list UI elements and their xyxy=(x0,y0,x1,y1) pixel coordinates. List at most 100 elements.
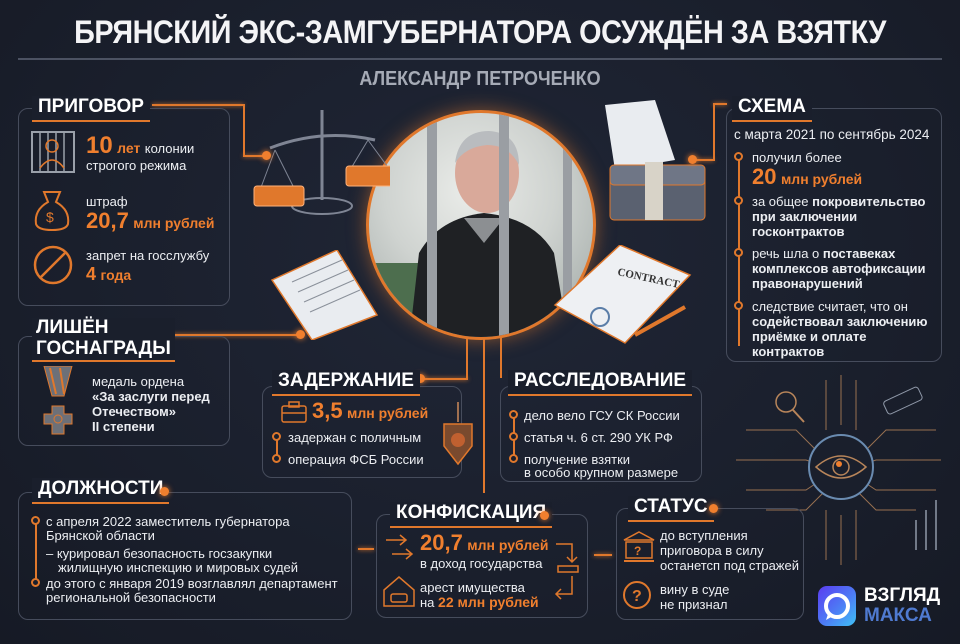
positions-panel xyxy=(18,492,352,620)
money-stack-icon xyxy=(605,100,706,221)
scheme-item-received: получил более xyxy=(752,150,842,165)
sentence-term: 10 лет колонии xyxy=(86,132,195,159)
briefcase-icon xyxy=(281,401,307,423)
page-title: БРЯНСКИЙ ЭКС-ЗАМГУБЕРНАТОРА ОСУЖДЁН ЗА В… xyxy=(74,14,886,50)
brand-logo-icon xyxy=(818,586,856,626)
flow-arrows-icon xyxy=(554,543,579,600)
connector-line xyxy=(713,103,715,161)
detention-heading: ЗАДЕРЖАНИЕ xyxy=(272,370,420,396)
scheme-item-investigation: следствие считает, что он содействовал з… xyxy=(752,299,928,359)
sentence-term-detail: строгого режима xyxy=(86,158,187,173)
prohibited-icon xyxy=(33,245,73,285)
prison-bars-icon xyxy=(31,131,75,173)
detention-item: задержан с поличным xyxy=(288,430,422,445)
timeline-node xyxy=(31,578,40,587)
scheme-item-patronage: за общее покровительство при заключении … xyxy=(752,194,926,239)
investigation-heading: РАССЛЕДОВАНИЕ xyxy=(508,370,693,396)
connector-node xyxy=(709,504,718,513)
medal-icon xyxy=(43,366,73,435)
connector-line xyxy=(466,338,468,378)
fine-amount: 20,7 млн рублей xyxy=(86,208,215,233)
detention-item: операция ФСБ России xyxy=(288,452,424,467)
timeline-node xyxy=(734,152,743,161)
fine-label: штраф xyxy=(86,194,128,209)
timeline-node xyxy=(272,454,281,463)
position-item: – курировал безопасность госзакупки xyxy=(46,546,273,561)
timeline-node xyxy=(509,432,518,441)
connector-line xyxy=(420,378,468,380)
fsb-emblem-icon xyxy=(443,402,473,466)
positions-heading: ДОЛЖНОСТИ xyxy=(32,478,170,504)
ban-label: запрет на госслужбу xyxy=(86,248,210,263)
timeline-line xyxy=(276,436,278,458)
timeline-node xyxy=(734,196,743,205)
timeline-node xyxy=(31,516,40,525)
position-item: жилищную инспекцию и мировых судей xyxy=(58,560,299,575)
transfer-arrows-icon xyxy=(386,534,414,560)
position-item: Брянской области xyxy=(46,528,155,543)
svg-text:?: ? xyxy=(632,588,642,605)
timeline-node xyxy=(509,410,518,419)
surveillance-eye-circuit-icon xyxy=(736,375,941,565)
connector-line xyxy=(692,159,714,161)
svg-text:?: ? xyxy=(634,544,641,558)
connector-line xyxy=(713,103,727,105)
awards-heading: ЛИШЁН ГОСНАГРАДЫ xyxy=(32,318,175,362)
person-name: АЛЕКСАНДР ПЕТРОЧЕНКО xyxy=(359,68,601,90)
sentence-heading: ПРИГОВОР xyxy=(32,96,150,122)
court-question-icon: ? xyxy=(623,531,655,562)
investigation-item: получение взятки xyxy=(524,452,631,467)
confiscation-heading: КОНФИСКАЦИЯ xyxy=(390,502,553,528)
ban-duration: 4 года xyxy=(86,264,132,284)
connector-node xyxy=(160,487,169,496)
timeline-node xyxy=(509,454,518,463)
award-description: медаль ордена «За заслуги перед Отечеств… xyxy=(92,374,210,434)
position-item: с апреля 2022 заместитель губернатора xyxy=(46,514,290,529)
confiscation-amount: 20,7 млн рублей xyxy=(420,530,549,555)
timeline-node xyxy=(734,301,743,310)
arrest-amount: на 22 млн рублей xyxy=(420,594,539,610)
connector-line xyxy=(500,338,502,378)
scheme-panel xyxy=(726,108,942,362)
connector-node xyxy=(688,155,697,164)
title-divider xyxy=(18,58,942,60)
scheme-heading: СХЕМА xyxy=(732,96,812,122)
position-item: до этого с января 2019 возглавлял департ… xyxy=(46,576,338,591)
confiscation-destination: в доход государства xyxy=(420,556,543,571)
arrest-label: арест имущества xyxy=(420,580,525,595)
connector-node xyxy=(416,374,425,383)
scales-of-justice-icon xyxy=(253,110,390,215)
status-plea: вину в суде не признал xyxy=(660,582,730,612)
investigation-item: статья ч. 6 ст. 290 УК РФ xyxy=(524,430,673,445)
timeline-node xyxy=(734,248,743,257)
connector-arrow xyxy=(594,554,612,556)
decree-document-icon xyxy=(270,250,379,340)
bribe-amount: 3,5 млн рублей xyxy=(312,398,429,423)
position-item: региональной безопасности xyxy=(46,590,216,605)
chat-bubble-icon xyxy=(824,593,850,620)
house-car-icon xyxy=(383,576,415,607)
connector-line xyxy=(243,104,245,156)
connector-arrow xyxy=(358,548,374,550)
scheme-period: с марта 2021 по сентябрь 2024 xyxy=(734,127,930,142)
status-custody: до вступления приговора в силу останетсп… xyxy=(660,528,799,573)
investigation-item: дело вело ГСУ СК России xyxy=(524,408,680,423)
connector-line xyxy=(172,334,300,336)
status-heading: СТАТУС xyxy=(628,496,714,522)
timeline-line xyxy=(35,520,37,582)
connector-node xyxy=(540,511,549,520)
connector-node xyxy=(262,151,271,160)
connector-line xyxy=(152,104,244,106)
connector-node xyxy=(296,330,305,339)
question-circle-icon: ? xyxy=(623,581,651,609)
svg-text:$: $ xyxy=(46,209,54,225)
money-bag-icon: $ xyxy=(34,191,70,232)
scheme-item-supplies: речь шла о поставеках комплексов автофик… xyxy=(752,246,926,291)
brand-name-line1: ВЗГЛЯД xyxy=(864,585,941,606)
scheme-amount: 20 млн рублей xyxy=(752,164,863,189)
connector-line xyxy=(243,155,265,157)
connector-line xyxy=(483,338,485,493)
contract-document-icon: CONTRACT xyxy=(553,245,692,344)
brand-name-line2: МАКСА xyxy=(864,605,932,626)
